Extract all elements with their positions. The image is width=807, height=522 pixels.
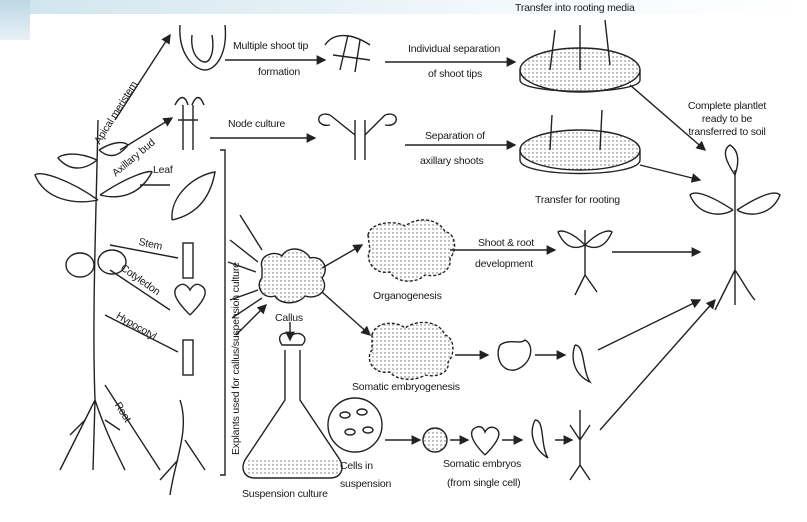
label-cells-in: Cells in — [340, 460, 373, 472]
hypocotyl-explant — [182, 339, 194, 376]
label-transferred-to-soil: transferred to soil — [688, 126, 766, 138]
label-somatic-embryogenesis: Somatic embryogenesis — [352, 381, 460, 393]
label-multiple-shoot-tip: Multiple shoot tip — [233, 40, 309, 52]
root-explant — [159, 399, 206, 496]
label-node-culture: Node culture — [228, 118, 286, 130]
label-formation: formation — [258, 66, 300, 78]
label-suspension: suspension — [340, 478, 392, 490]
label-explants: Explants used for callus/suspension cult… — [230, 262, 242, 455]
leaf-explant — [171, 171, 216, 221]
label-development: development — [475, 258, 533, 270]
label-callus: Callus — [275, 312, 303, 324]
label-axillary-shoots: axillary shoots — [420, 155, 484, 167]
label-shoot-root: Shoot & root — [478, 237, 534, 249]
apical-meristem-icon — [179, 24, 227, 71]
label-individual-separation: Individual separation — [408, 43, 501, 55]
label-leaf: Leaf — [153, 164, 173, 176]
mother-plant — [34, 119, 153, 471]
left-background-band — [0, 0, 30, 40]
cotyledon-explant — [174, 283, 206, 316]
label-transfer-rooting-media: Transfer into rooting media — [515, 2, 635, 14]
label-ready-to-be: ready to be — [701, 113, 753, 125]
label-somatic-embryos: Somatic embryos — [443, 458, 522, 470]
top-background-band — [0, 0, 807, 14]
label-suspension-culture: Suspension culture — [242, 488, 328, 500]
label-of-shoot-tips: of shoot tips — [428, 68, 483, 80]
label-complete-plantlet: Complete plantlet — [687, 100, 767, 112]
multiple-shoot-icon — [324, 34, 371, 73]
label-from-single-cell: (from single cell) — [447, 477, 521, 489]
label-organogenesis: Organogenesis — [373, 290, 442, 302]
label-separation-of: Separation of — [425, 130, 485, 142]
label-transfer-for-rooting: Transfer for rooting — [535, 194, 620, 206]
complete-plantlet — [689, 144, 781, 311]
stem-explant — [182, 242, 194, 279]
